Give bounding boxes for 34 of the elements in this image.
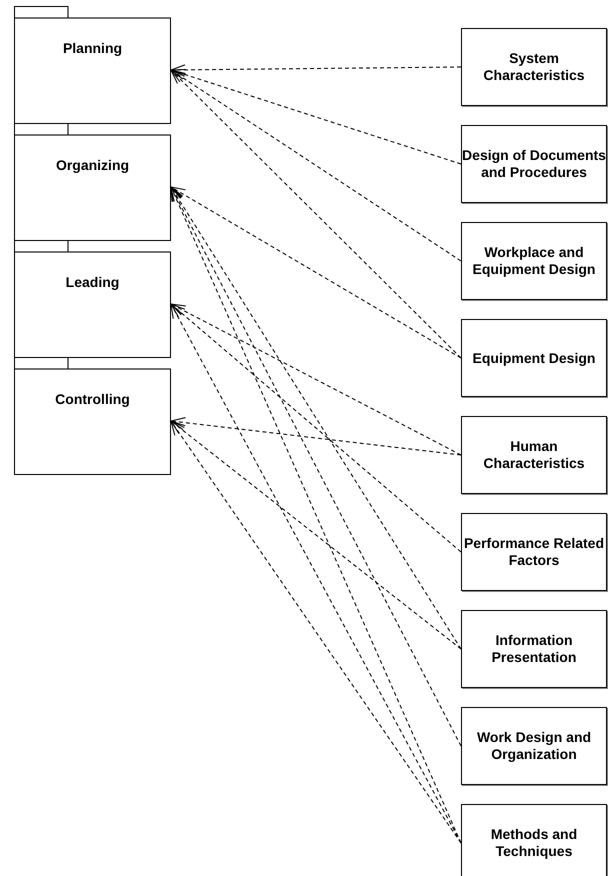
package-label: Controlling (54, 391, 131, 408)
dependency-arrow (170, 417, 462, 456)
dependency-arrow (170, 304, 462, 844)
component-box (461, 707, 607, 785)
component-box (461, 125, 607, 203)
package-label: Planning (62, 40, 124, 57)
component-box (461, 28, 607, 106)
component-label: Methods and Techniques (490, 826, 578, 860)
package-label: Leading (64, 274, 120, 291)
dependency-arrow (170, 70, 462, 262)
dependency-arrow (170, 186, 462, 650)
component-label: Information Presentation (490, 632, 578, 666)
component-box (461, 222, 607, 300)
component-box (461, 610, 607, 688)
dependency-arrow (170, 69, 462, 164)
component-box (461, 513, 607, 591)
component-label: Work Design and Organization (476, 729, 592, 763)
dependency-arrow (170, 304, 462, 552)
component-label: Performance Related Factors (462, 535, 606, 569)
component-label: Design of Documents and Procedures (462, 147, 606, 181)
dependency-arrow (170, 70, 462, 358)
dependency-arrow (170, 64, 462, 76)
component-box (461, 319, 607, 397)
component-label: Equipment Design (472, 350, 596, 366)
dependency-arrow (170, 420, 462, 650)
component-label: System Characteristics (482, 50, 586, 84)
package-label: Organizing (54, 157, 130, 174)
dependency-arrow (170, 420, 462, 844)
component-box (461, 804, 607, 876)
dependency-arrow (170, 186, 462, 358)
component-label: Human Characteristics (482, 438, 586, 472)
dependency-arrow (170, 304, 462, 456)
component-label: Workplace and Equipment Design (472, 244, 596, 278)
component-box (461, 416, 607, 494)
